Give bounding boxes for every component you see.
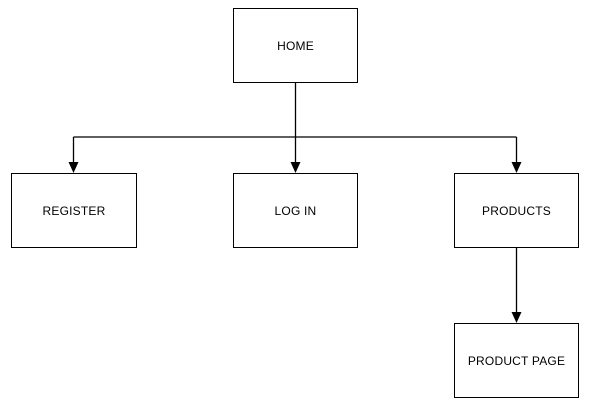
node-home: HOME: [233, 8, 358, 83]
arrowhead-product-page: [511, 312, 522, 323]
arrowhead-register: [68, 162, 79, 173]
node-register-label: REGISTER: [42, 203, 106, 218]
node-register: REGISTER: [11, 173, 137, 248]
node-product-page: PRODUCT PAGE: [454, 323, 579, 398]
node-product-page-label: PRODUCT PAGE: [467, 353, 566, 368]
node-login: LOG IN: [233, 173, 358, 248]
node-home-label: HOME: [277, 38, 314, 53]
arrowhead-products: [511, 162, 522, 173]
arrowhead-login: [290, 162, 301, 173]
node-login-label: LOG IN: [274, 203, 317, 218]
node-products-label: PRODUCTS: [482, 203, 551, 218]
node-products: PRODUCTS: [454, 173, 579, 248]
